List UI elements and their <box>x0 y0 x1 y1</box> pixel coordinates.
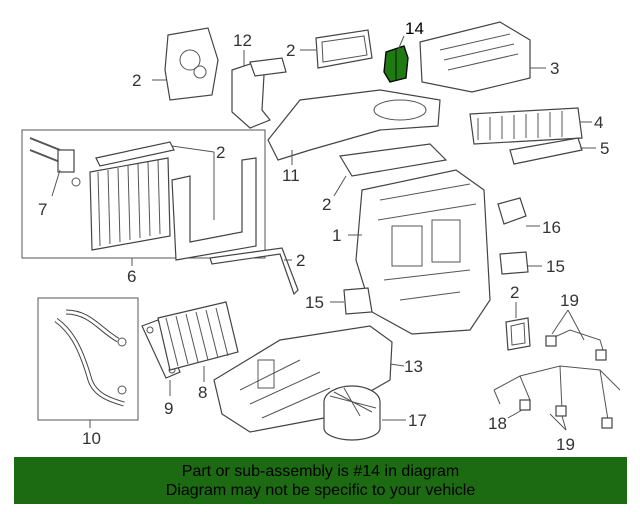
part-16-actuator <box>497 197 527 225</box>
callout-2: 2 <box>286 41 295 60</box>
part-18-wiring-harness <box>493 329 621 429</box>
callout-18: 18 <box>488 414 507 433</box>
part-8-heater-core <box>157 301 239 371</box>
part-info-banner: Part or sub-assembly is #14 in diagram D… <box>14 457 627 504</box>
part-2-case-gasket <box>339 143 448 177</box>
callout-10: 10 <box>82 429 101 448</box>
callout-1: 1 <box>332 226 341 245</box>
callout-2: 2 <box>296 251 305 270</box>
parts-diagram: 2 12 2 14 3 4 5 11 <box>21 19 621 454</box>
part-2-seal-top-left <box>164 27 219 101</box>
callout-17: 17 <box>408 411 427 430</box>
part-2-small-gasket <box>505 317 531 351</box>
callout-8: 8 <box>198 383 207 402</box>
callout-19: 19 <box>560 291 579 310</box>
callout-14: 14 <box>405 19 424 38</box>
part-1-hvac-case <box>355 169 491 335</box>
banner-line-2: Diagram may not be specific to your vehi… <box>165 482 476 499</box>
callout-7: 7 <box>38 200 47 219</box>
part-15-actuator-right <box>499 251 529 275</box>
part-15-actuator-center <box>343 287 373 315</box>
callout-2: 2 <box>216 143 225 162</box>
part-2-seal-frame <box>315 29 373 69</box>
part-11-duct <box>267 89 441 161</box>
part-12-duct <box>231 57 287 129</box>
callout-4: 4 <box>594 113 603 132</box>
part-10-hose-group <box>37 297 139 421</box>
part-2-seal-strip <box>209 247 299 296</box>
callout-6: 6 <box>127 267 136 286</box>
callout-16: 16 <box>542 218 561 237</box>
callout-11: 11 <box>282 166 300 185</box>
callout-2: 2 <box>510 283 519 302</box>
banner-line-1: Part or sub-assembly is #14 in diagram <box>181 463 460 480</box>
callout-5: 5 <box>600 139 609 158</box>
part-4-cabin-filter <box>469 107 583 145</box>
callout-2: 2 <box>132 71 141 90</box>
part-6-evaporator-group <box>21 129 266 261</box>
callout-2: 2 <box>322 195 331 214</box>
part-13-lower-case <box>213 325 393 433</box>
callout-15: 15 <box>305 293 324 312</box>
callout-15: 15 <box>546 257 565 276</box>
callout-3: 3 <box>550 59 559 78</box>
callout-19: 19 <box>556 435 575 454</box>
part-17-blower-motor <box>323 385 381 441</box>
part-3-upper-case <box>419 21 531 93</box>
part-5-vent-strip <box>509 137 583 165</box>
callout-12: 12 <box>233 31 252 50</box>
callout-9: 9 <box>164 399 173 418</box>
part-14-actuator <box>383 45 409 83</box>
callout-13: 13 <box>404 357 423 376</box>
